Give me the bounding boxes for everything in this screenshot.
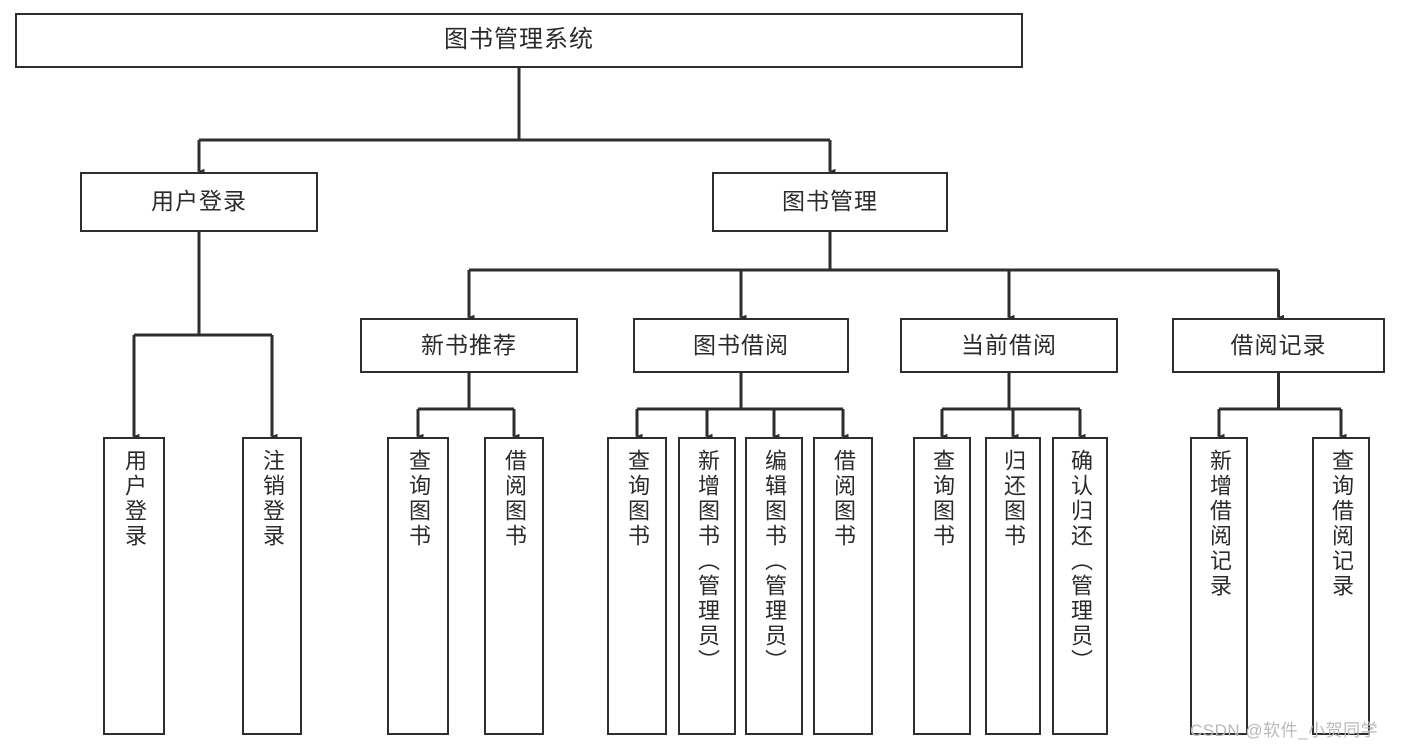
node-book_manage[interactable]: 图书管理	[712, 172, 948, 232]
node-book_borrow[interactable]: 图书借阅	[633, 318, 849, 373]
node-new_book_rec[interactable]: 新书推荐	[360, 318, 578, 373]
node-label-leaf_q2: 查询图书	[625, 449, 650, 549]
node-leaf_q1[interactable]: 查询图书	[387, 437, 449, 735]
node-label-leaf_cret: 确认归还（管理员）	[1068, 449, 1093, 674]
node-leaf_b1[interactable]: 借阅图书	[484, 437, 544, 735]
node-label-leaf_q3: 查询图书	[930, 449, 955, 549]
node-label-leaf_edit: 编辑图书（管理员）	[762, 449, 787, 674]
node-label-book_borrow: 图书借阅	[693, 331, 789, 358]
node-leaf_login[interactable]: 用户登录	[103, 437, 165, 735]
node-root[interactable]: 图书管理系统	[15, 13, 1023, 68]
node-leaf_b2[interactable]: 借阅图书	[813, 437, 873, 735]
node-leaf_q3[interactable]: 查询图书	[913, 437, 971, 735]
node-label-leaf_q1: 查询图书	[406, 449, 431, 549]
node-label-leaf_logout: 注销登录	[260, 449, 285, 549]
node-label-leaf_qlog: 查询借阅记录	[1329, 449, 1354, 599]
node-leaf_add[interactable]: 新增图书（管理员）	[678, 437, 736, 735]
node-leaf_q2[interactable]: 查询图书	[607, 437, 667, 735]
node-label-leaf_add: 新增图书（管理员）	[695, 449, 720, 674]
node-label-borrow_log: 借阅记录	[1230, 331, 1327, 358]
node-label-user_login: 用户登录	[151, 188, 247, 215]
csdn-watermark: CSDN @软件_小贺同学	[1190, 721, 1379, 740]
node-leaf_qlog[interactable]: 查询借阅记录	[1312, 437, 1370, 735]
node-leaf_ret[interactable]: 归还图书	[985, 437, 1041, 735]
node-borrow_log[interactable]: 借阅记录	[1172, 318, 1385, 373]
node-user_login[interactable]: 用户登录	[80, 172, 318, 232]
node-label-leaf_login: 用户登录	[122, 449, 147, 549]
node-label-leaf_b2: 借阅图书	[831, 449, 856, 549]
node-label-leaf_ret: 归还图书	[1001, 449, 1026, 549]
node-cur_borrow[interactable]: 当前借阅	[900, 318, 1118, 373]
node-label-book_manage: 图书管理	[782, 188, 878, 215]
node-label-root: 图书管理系统	[444, 26, 594, 54]
node-leaf_edit[interactable]: 编辑图书（管理员）	[745, 437, 803, 735]
node-leaf_logout[interactable]: 注销登录	[242, 437, 302, 735]
node-label-leaf_b1: 借阅图书	[502, 449, 527, 549]
node-label-new_book_rec: 新书推荐	[421, 331, 517, 358]
node-leaf_addlog[interactable]: 新增借阅记录	[1190, 437, 1248, 735]
node-label-cur_borrow: 当前借阅	[961, 331, 1057, 358]
node-label-leaf_addlog: 新增借阅记录	[1207, 449, 1232, 599]
node-leaf_cret[interactable]: 确认归还（管理员）	[1052, 437, 1108, 735]
